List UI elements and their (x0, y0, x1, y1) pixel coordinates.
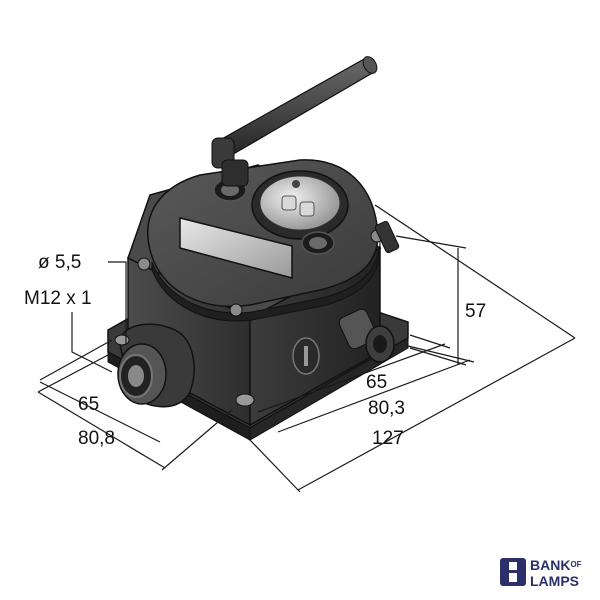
height-ext-bottom (409, 347, 467, 366)
logo-line1-small: OF (570, 560, 581, 569)
logo-lighthouse-band (507, 570, 519, 573)
lid-rim (151, 239, 381, 322)
antenna (211, 56, 378, 187)
depth-total-ext (407, 345, 475, 363)
mount-hole-front (235, 393, 255, 407)
width-total-line (37, 391, 166, 469)
logo-line2: LAMPS (530, 573, 579, 589)
dimension-lines (37, 204, 576, 493)
mount-hole-left (114, 334, 130, 346)
height-label: 57 (465, 301, 486, 322)
depth-total-label: 80,3 (368, 398, 405, 419)
width-mount-ext-left (39, 339, 113, 381)
depth-total-line (277, 359, 471, 433)
lid-port-right-inner (309, 237, 327, 249)
display-window (179, 217, 293, 279)
length-total-ext (249, 439, 301, 493)
depth-mount-line (257, 343, 446, 413)
width-total-label: 80,8 (78, 428, 115, 449)
connector-pins (128, 365, 144, 387)
width-total-ext-right (161, 409, 233, 471)
length-ext-right (374, 204, 576, 339)
bank-of-lamps-logo: BANKOF LAMPS (500, 557, 582, 589)
width-mount-label: 65 (78, 394, 99, 415)
m12-connector (117, 323, 195, 408)
disc-button-left (281, 195, 297, 211)
base-plate-right-edge (249, 337, 409, 441)
hole-diameter-leader (108, 261, 127, 345)
depth-mount-ext (409, 334, 451, 349)
antenna-rod (219, 57, 375, 157)
antenna-base (221, 159, 249, 187)
gland-hole (373, 335, 387, 353)
antenna-tip (362, 56, 378, 74)
logo-line1: BANKOF (530, 557, 582, 573)
thread-leader (71, 312, 113, 373)
lid-screw-left (137, 257, 151, 271)
side-latch (374, 220, 400, 254)
lid-screw-bottom (229, 303, 243, 317)
dimension-labels: ø 5,5 M12 x 1 57 65 80,3 127 65 80,8 (24, 252, 486, 449)
disc-led (292, 180, 300, 188)
depth-mount-label: 65 (366, 372, 387, 393)
width-mount-line (39, 381, 161, 443)
disc-button-right (299, 201, 315, 217)
length-total-label: 127 (372, 428, 404, 449)
length-total-line (297, 337, 576, 491)
cable-gland (338, 308, 395, 363)
thread-label: M12 x 1 (24, 288, 92, 309)
width-total-ext (37, 354, 109, 393)
lid-port-left-inner (221, 184, 239, 196)
device-illustration (107, 56, 409, 441)
hole-diameter-label: ø 5,5 (38, 252, 81, 273)
vent-plug-slot (304, 346, 308, 366)
